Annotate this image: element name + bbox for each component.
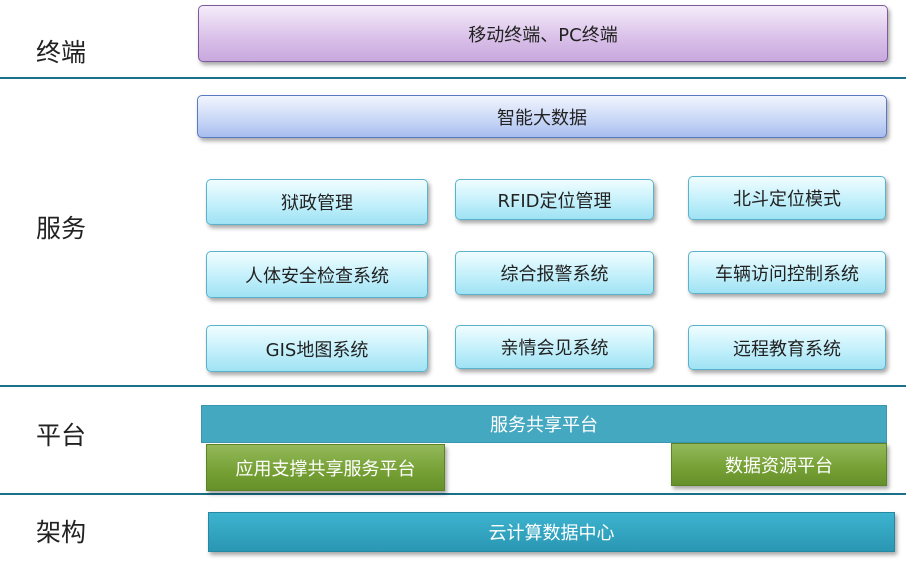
service-box-family-visit: 亲情会见系统 <box>455 325 654 369</box>
layer-divider-3 <box>0 493 906 495</box>
service-box-remote-education: 远程教育系统 <box>688 325 886 370</box>
service-box-rfid-positioning: RFID定位管理 <box>455 179 654 220</box>
service-box-vehicle-access-control: 车辆访问控制系统 <box>688 251 886 294</box>
layer-label-architecture: 架构 <box>36 518 87 547</box>
app-support-platform: 应用支撑共享服务平台 <box>206 444 445 491</box>
shared-service-platform: 服务共享平台 <box>201 405 887 443</box>
service-box-prison-admin: 狱政管理 <box>206 179 428 225</box>
layer-label-terminal: 终端 <box>36 38 87 67</box>
layer-label-platform: 平台 <box>36 421 87 450</box>
big-data-box: 智能大数据 <box>197 95 887 138</box>
cloud-computing-center: 云计算数据中心 <box>208 512 895 552</box>
service-box-integrated-alarm: 综合报警系统 <box>455 251 654 295</box>
service-box-beidou-positioning: 北斗定位模式 <box>688 176 886 220</box>
service-box-gis-map: GIS地图系统 <box>206 325 428 372</box>
layer-divider-2 <box>0 385 906 387</box>
terminal-box: 移动终端、PC终端 <box>198 5 888 62</box>
layer-divider-1 <box>0 77 906 79</box>
data-resource-platform: 数据资源平台 <box>671 443 887 486</box>
service-box-body-security-check: 人体安全检查系统 <box>206 251 428 298</box>
layer-label-service: 服务 <box>36 214 87 243</box>
